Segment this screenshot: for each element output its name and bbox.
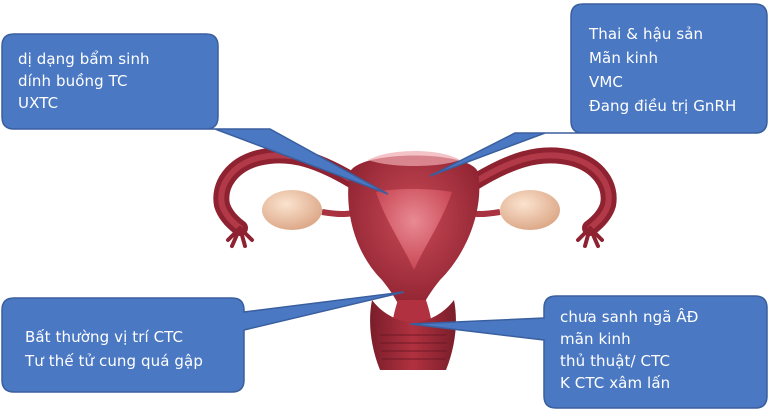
callout-line: K CTC xâm lấn [560, 372, 698, 394]
callout-line: Mãn kinh [589, 46, 736, 70]
callout-line: dị dạng bẩm sinh [18, 48, 150, 70]
callout-line: mãn kinh [560, 328, 698, 350]
callout-bottom-left-text: Bất thường vị trí CTC Tư thế tử cung quá… [25, 325, 203, 373]
callout-top-right-text: Thai & hậu sản Mãn kinh VMC Đang điều tr… [589, 22, 736, 118]
callout-line: Thai & hậu sản [589, 22, 736, 46]
callout-line: VMC [589, 70, 736, 94]
callout-line: Tư thế tử cung quá gập [25, 349, 203, 373]
ovary-left [262, 190, 322, 230]
callout-line: thủ thuật/ CTC [560, 350, 698, 372]
callout-bottom-right-text: chưa sanh ngã ÂĐ mãn kinh thủ thuật/ CTC… [560, 306, 698, 394]
callout-line: UXTC [18, 92, 150, 114]
callout-line: chưa sanh ngã ÂĐ [560, 306, 698, 328]
callout-top-left-text: dị dạng bẩm sinh dính buồng TC UXTC [18, 48, 150, 114]
callout-line: Bất thường vị trí CTC [25, 325, 203, 349]
ovary-right [500, 190, 560, 230]
callout-line: Đang điều trị GnRH [589, 94, 736, 118]
callout-line: dính buồng TC [18, 70, 150, 92]
